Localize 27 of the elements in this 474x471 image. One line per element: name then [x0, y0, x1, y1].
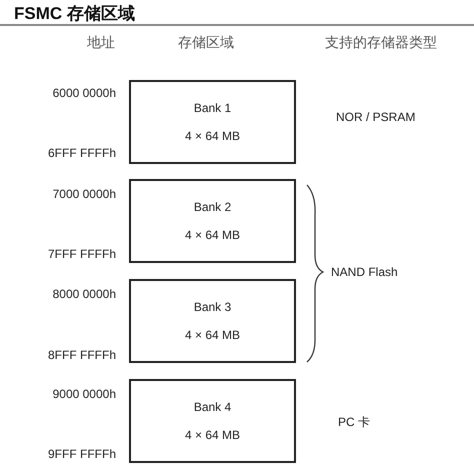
column-header: 存储区域: [178, 34, 234, 52]
memory-type-label: PC 卡: [338, 414, 370, 431]
bank-name: Bank 2: [194, 200, 232, 214]
address-label: 6000 0000h: [52, 86, 116, 100]
memory-bank-box: [129, 379, 296, 463]
column-header: 地址: [87, 34, 115, 52]
bank-size: 4 × 64 MB: [184, 328, 240, 342]
memory-bank-box: [129, 80, 296, 164]
bank-size: 4 × 64 MB: [184, 129, 240, 143]
address-label: 7FFF FFFFh: [48, 247, 116, 261]
title: FSMC 存储区域: [14, 3, 135, 25]
bank-name: Bank 1: [194, 101, 232, 115]
address-label: 8FFF FFFFh: [48, 348, 116, 362]
memory-bank-box: [129, 179, 296, 263]
bank-size: 4 × 64 MB: [184, 428, 240, 442]
memory-type-label: NOR / PSRAM: [336, 110, 416, 124]
bank-name: Bank 3: [194, 300, 232, 314]
address-label: 6FFF FFFFh: [48, 146, 116, 160]
address-label: 9000 0000h: [52, 387, 116, 401]
address-label: 9FFF FFFFh: [48, 447, 116, 461]
column-header: 支持的存储器类型: [325, 34, 437, 52]
address-label: 7000 0000h: [52, 187, 116, 201]
bank-size: 4 × 64 MB: [184, 228, 240, 242]
memory-bank-box: [129, 279, 296, 363]
address-label: 8000 0000h: [52, 287, 116, 301]
memory-type-label: NAND Flash: [331, 265, 398, 279]
bank-name: Bank 4: [194, 400, 232, 414]
